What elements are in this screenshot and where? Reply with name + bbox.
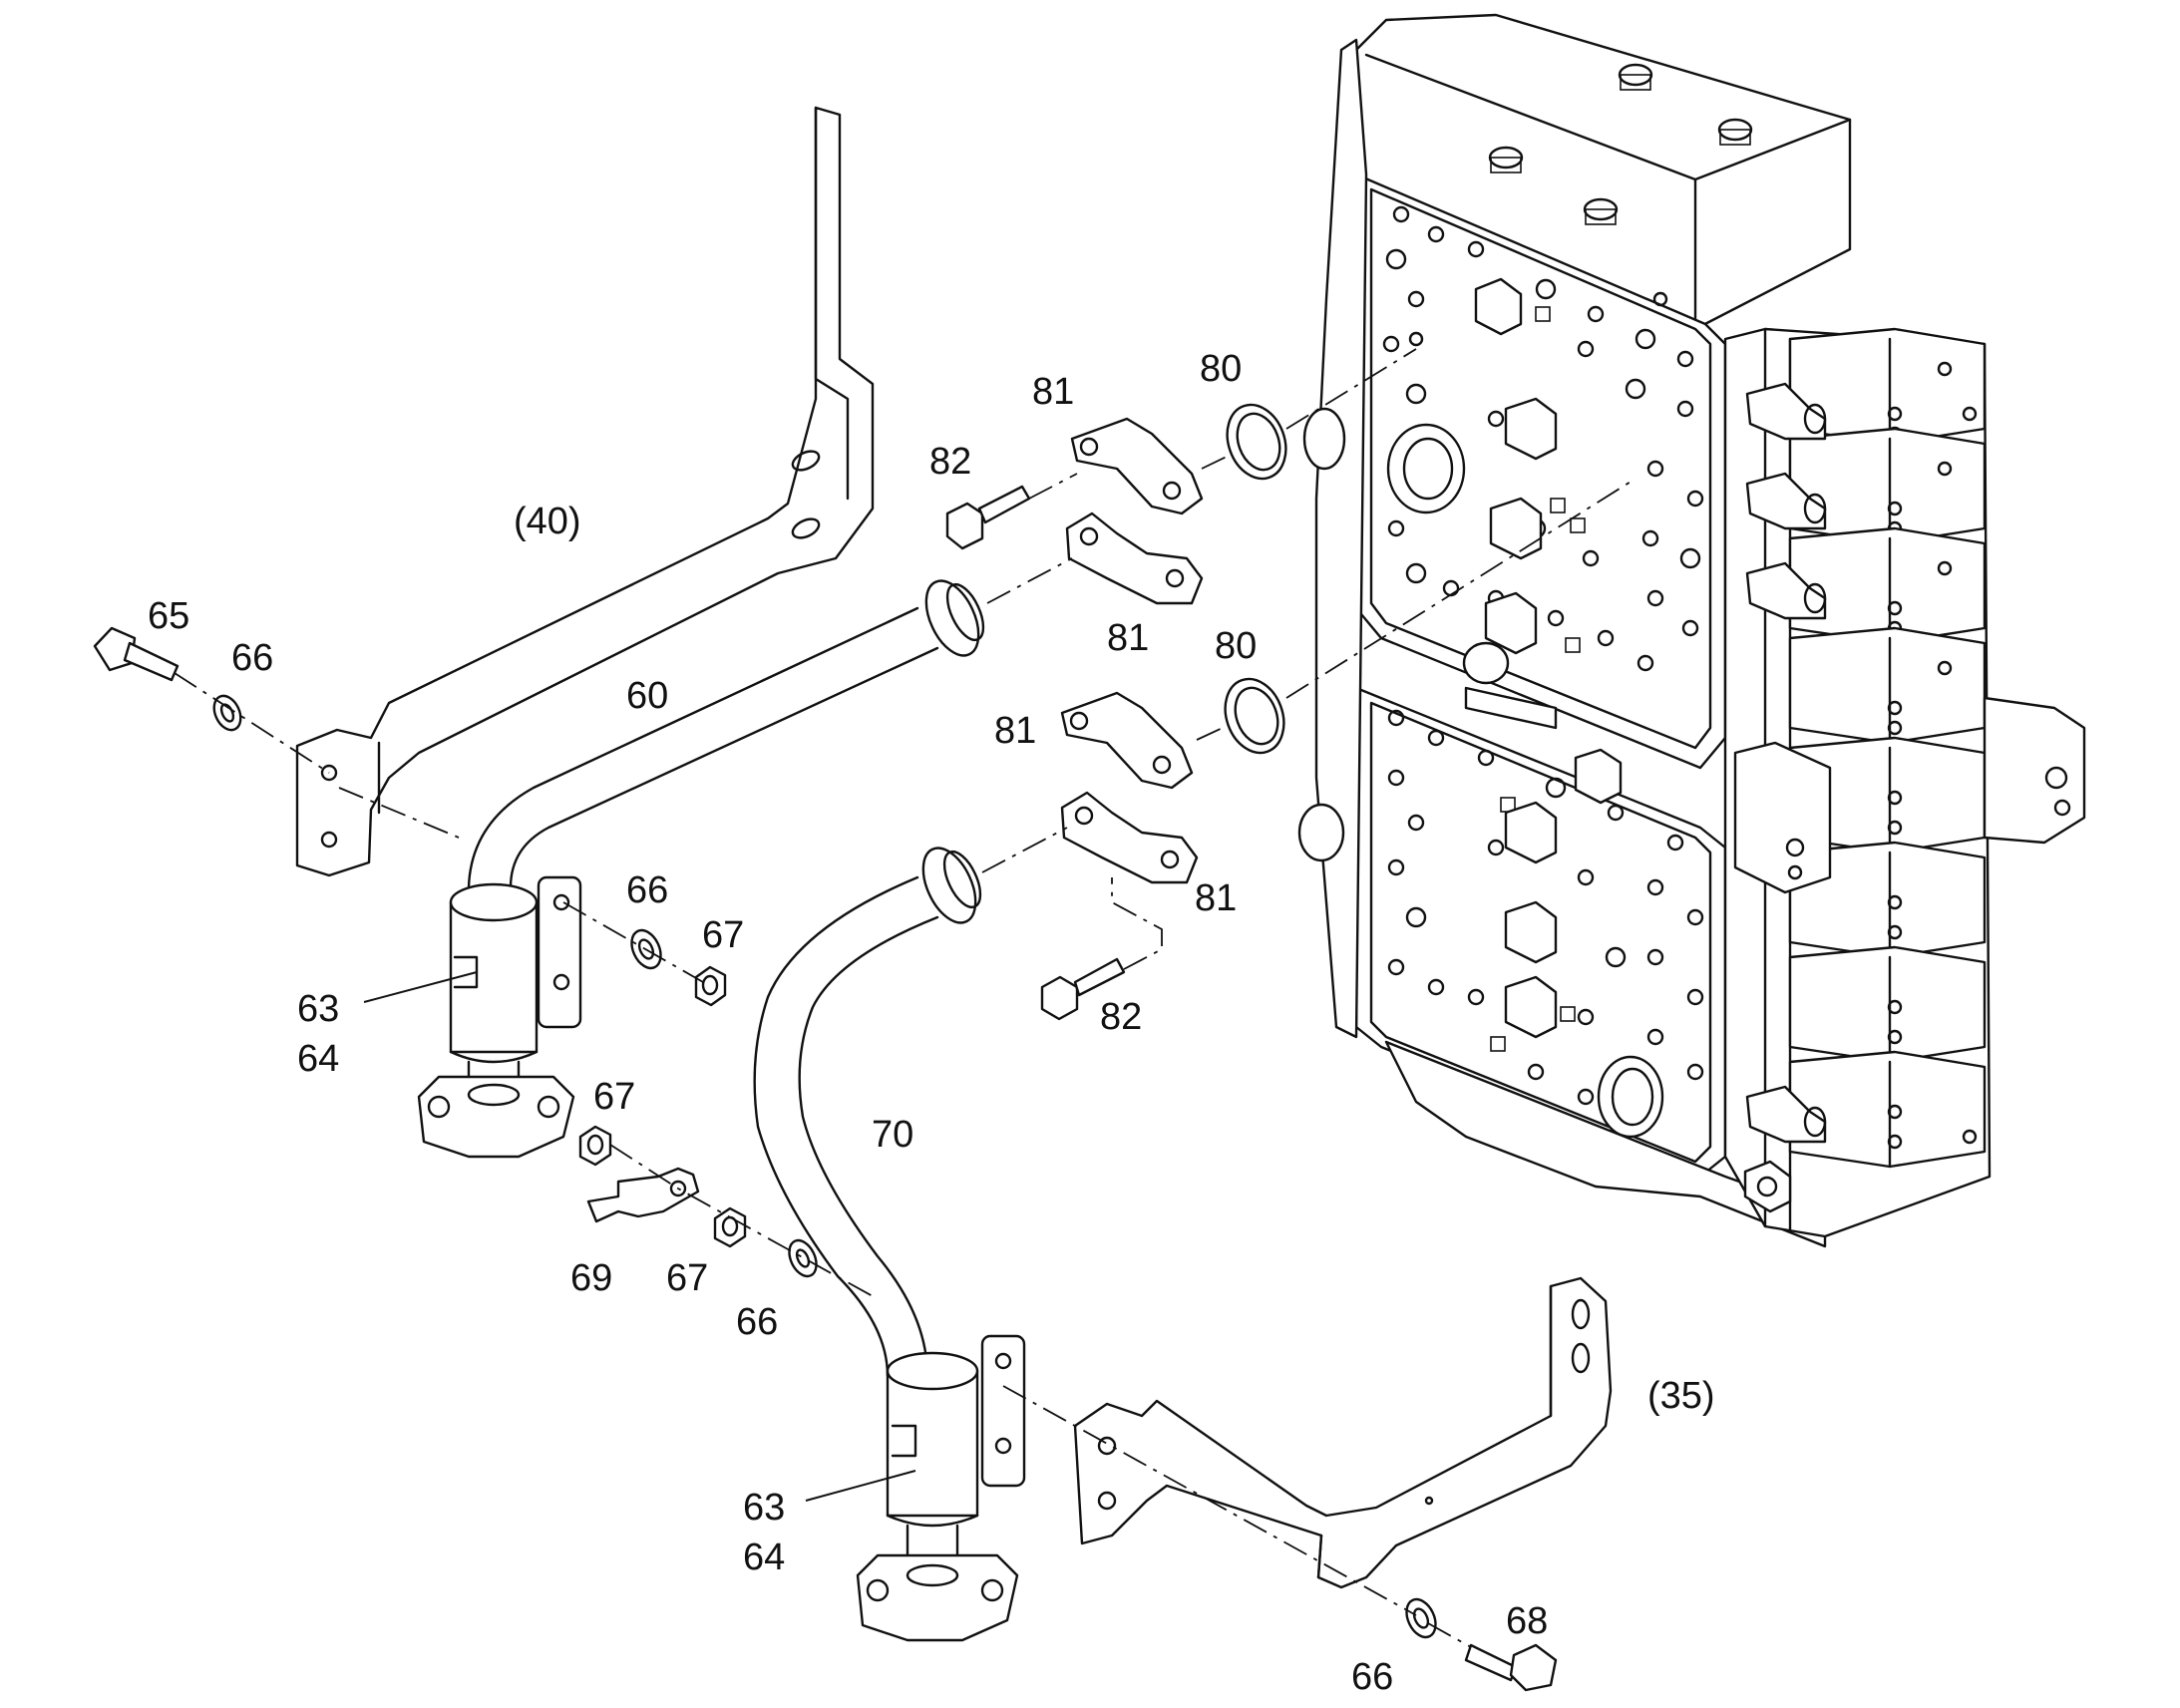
bracket-40 [295, 106, 875, 877]
bracket-35 [1073, 1276, 1613, 1589]
solenoid-8 [1788, 1050, 1987, 1169]
label-69: 69 [570, 1257, 612, 1299]
screw-82-lower [1040, 957, 1126, 1021]
hex-plug-4 [1745, 1085, 1827, 1144]
label-66-lower: 66 [736, 1301, 778, 1343]
label-82-upper: 82 [929, 441, 971, 483]
label-82-lower: 82 [1100, 996, 1142, 1038]
label-67-lower-a: 67 [593, 1076, 635, 1118]
washer-66-lower [788, 1238, 818, 1278]
clamp-63-64-upper [417, 875, 582, 1159]
part-labels: (40) (35) 65 66 60 66 67 63 64 67 69 67 … [148, 348, 1715, 1698]
o-ring-80-lower [1224, 677, 1285, 755]
label-65: 65 [148, 595, 189, 637]
label-66-mid: 66 [626, 869, 668, 911]
pipe-70 [753, 847, 982, 1378]
control-valve-block [1297, 13, 2086, 1248]
label-63-lower: 63 [743, 1487, 785, 1529]
hex-plug-5 [1743, 1160, 1792, 1213]
label-81-b: 81 [1107, 617, 1149, 659]
upper-plate-bosses [1386, 277, 1558, 730]
label-67-mid: 67 [702, 914, 744, 956]
label-70: 70 [872, 1114, 913, 1156]
label-81-a: 81 [1032, 371, 1074, 413]
label-40: (40) [514, 501, 581, 542]
label-35: (35) [1647, 1375, 1715, 1417]
flange-half-81-c [1060, 691, 1194, 790]
nut-67-lower-a [578, 1125, 612, 1167]
flange-half-81-d [1060, 791, 1199, 884]
bolt-68 [1464, 1643, 1558, 1692]
label-68: 68 [1506, 1600, 1548, 1642]
assembly-lines [174, 348, 1636, 1648]
label-66-top: 66 [231, 637, 273, 679]
solenoid-6 [1788, 841, 1987, 959]
label-64-upper: 64 [297, 1038, 339, 1080]
label-81-d: 81 [1195, 877, 1237, 919]
label-64-lower: 64 [743, 1537, 785, 1578]
label-80-upper: 80 [1200, 348, 1242, 390]
hex-plug-1 [1745, 382, 1827, 441]
flange-half-81-b [1065, 512, 1204, 605]
clamp-63-64-lower [856, 1334, 1026, 1642]
pipe-60 [467, 579, 985, 919]
solenoid-4 [1788, 626, 1987, 745]
solenoid-7 [1788, 945, 1987, 1064]
leader-lines [363, 971, 916, 1502]
bolt-65 [93, 626, 180, 682]
label-67-lower-b: 67 [666, 1257, 708, 1299]
lower-plate-bosses [1504, 748, 1664, 1139]
lower-plate-holes [1387, 709, 1704, 1121]
nut-67-lower-b [713, 1206, 747, 1248]
washer-66-bottom [1405, 1597, 1437, 1639]
nut-67-mid [694, 965, 727, 1007]
label-66-bottom: 66 [1351, 1656, 1393, 1698]
label-60: 60 [626, 675, 668, 717]
screw-82-upper [945, 485, 1031, 550]
hex-plug-2 [1745, 472, 1827, 530]
label-81-c: 81 [994, 710, 1036, 752]
clip-69 [586, 1167, 700, 1223]
solenoid-3 [1788, 526, 1987, 645]
flange-half-81-a [1070, 417, 1204, 515]
label-63-upper: 63 [297, 988, 339, 1030]
label-80-lower: 80 [1215, 625, 1257, 667]
hex-plug-3 [1745, 561, 1827, 620]
o-ring-80-upper [1226, 403, 1287, 481]
